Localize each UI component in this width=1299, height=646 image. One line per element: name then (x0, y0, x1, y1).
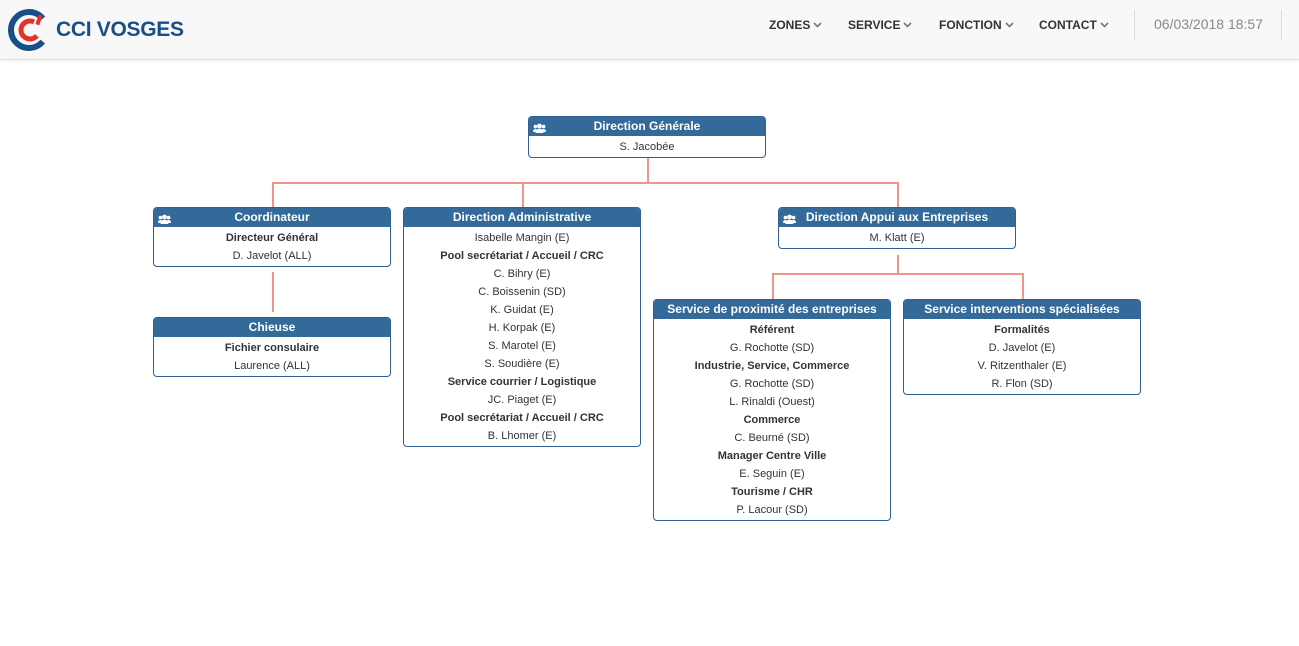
org-box-section-label: Pool secrétariat / Accueil / CRC (440, 250, 604, 262)
org-box-person: R. Flon (SD) (991, 378, 1053, 390)
connector (272, 182, 274, 208)
org-box-direction-generale[interactable]: Direction Générale S. Jacobée (528, 116, 766, 158)
org-box-person: C. Beurné (SD) (734, 432, 810, 444)
org-box-person: C. Boissenin (SD) (478, 286, 566, 298)
org-box-section-label: Formalités (994, 324, 1050, 336)
connector (897, 255, 899, 275)
org-box-person: P. Lacour (SD) (736, 504, 808, 516)
org-box-section-label: Référent (749, 324, 795, 336)
users-icon (158, 212, 171, 231)
nav-contact[interactable]: CONTACT (1039, 18, 1109, 32)
connector (897, 182, 899, 208)
org-box-person: S. Marotel (E) (488, 340, 556, 352)
org-box-person: G. Rochotte (SD) (729, 378, 815, 390)
org-box-body: Directeur Général D. Javelot (ALL) (154, 227, 390, 266)
org-box-person: C. Bihry (E) (493, 268, 551, 280)
org-box-section-label: Service courrier / Logistique (447, 376, 597, 388)
org-box-person: E. Seguin (E) (739, 468, 805, 480)
org-box-title-text: Direction Appui aux Entreprises (805, 210, 989, 224)
chevron-down-icon (813, 22, 822, 28)
org-box-title-text: Coordinateur (234, 210, 310, 224)
org-box-title-text: Direction Administrative (452, 210, 592, 224)
org-box-title-text: Service interventions spécialisées (924, 302, 1120, 316)
org-box-person: D. Javelot (E) (988, 342, 1056, 354)
users-icon (783, 212, 796, 231)
org-box-title: Direction Administrative (404, 208, 640, 227)
nav-service[interactable]: SERVICE (848, 18, 913, 32)
org-box-section-label: Fichier consulaire (224, 342, 320, 354)
org-box-person: Laurence (ALL) (234, 360, 310, 372)
nav-fonction[interactable]: FONCTION (939, 18, 1014, 32)
org-box-body: Formalités D. Javelot (E) V. Ritzenthaler … (904, 319, 1140, 394)
chevron-down-icon (1005, 22, 1014, 28)
connector (1022, 273, 1024, 299)
connector (522, 182, 524, 208)
org-box-person: JC. Piaget (E) (487, 394, 557, 406)
navbar: CCI VOSGES ZONES SERVICE FONCTION CONTAC… (0, 0, 1299, 60)
org-box-person: Isabelle Mangin (E) (474, 232, 570, 244)
org-box-section-label: Directeur Général (225, 232, 319, 244)
org-box-title-text: Direction Générale (593, 119, 701, 133)
org-box-person: G. Rochotte (SD) (729, 342, 815, 354)
nav-divider (1281, 10, 1282, 40)
connector (772, 273, 774, 299)
nav-zones-label: ZONES (769, 18, 811, 32)
cci-logo-icon (8, 9, 50, 51)
org-box-title: Service interventions spécialisées (904, 300, 1140, 319)
org-box-title: Chieuse (154, 318, 390, 337)
org-box-person: M. Klatt (E) (869, 232, 925, 244)
org-box-direction-appui[interactable]: Direction Appui aux Entreprises M. Klatt … (778, 207, 1016, 249)
org-box-section-label: Industrie, Service, Commerce (694, 360, 850, 372)
org-box-person: B. Lhomer (E) (487, 430, 557, 442)
org-box-title: Direction Générale (529, 117, 765, 136)
org-box-person: V. Ritzenthaler (E) (977, 360, 1067, 372)
chevron-down-icon (903, 22, 913, 28)
brand-name: CCI VOSGES (56, 18, 184, 41)
org-box-person: H. Korpak (E) (488, 322, 556, 334)
org-box-section-label: Pool secrétariat / Accueil / CRC (440, 412, 604, 424)
nav-zones[interactable]: ZONES (769, 18, 822, 32)
org-box-title: Coordinateur (154, 208, 390, 227)
connector (772, 273, 1024, 275)
org-box-body: Référent G. Rochotte (SD) Industrie, Servi… (654, 319, 890, 520)
connector (272, 182, 899, 184)
org-box-person: L. Rinaldi (Ouest) (729, 396, 815, 408)
org-box-section-label: Commerce (743, 414, 801, 426)
nav-service-label: SERVICE (848, 18, 901, 32)
chevron-down-icon (1100, 22, 1109, 28)
users-icon (533, 121, 546, 140)
org-box-person: K. Guidat (E) (490, 304, 554, 316)
org-box-body: Isabelle Mangin (E) Pool secrétariat / Ac… (404, 227, 640, 446)
org-box-section-label: Manager Centre Ville (717, 450, 827, 462)
nav-contact-label: CONTACT (1039, 18, 1097, 32)
org-box-person: S. Jacobée (619, 141, 675, 153)
org-box-title: Direction Appui aux Entreprises (779, 208, 1015, 227)
org-box-body: S. Jacobée (529, 136, 765, 157)
org-box-title-text: Service de proximité des entreprises (667, 302, 877, 316)
nav-divider (1134, 10, 1135, 40)
org-box-section-label: Tourisme / CHR (731, 486, 813, 498)
nav-fonction-label: FONCTION (939, 18, 1002, 32)
org-box-title: Service de proximité des entreprises (654, 300, 890, 319)
connector (647, 155, 649, 183)
connector (272, 272, 274, 312)
org-box-title-text: Chieuse (248, 320, 296, 334)
brand-logo[interactable]: CCI VOSGES (8, 7, 184, 53)
datetime: 06/03/2018 18:57 (1154, 16, 1263, 32)
org-box-person: D. Javelot (ALL) (232, 250, 312, 262)
org-box-body: M. Klatt (E) (779, 227, 1015, 248)
org-box-person: S. Soudière (E) (484, 358, 560, 370)
